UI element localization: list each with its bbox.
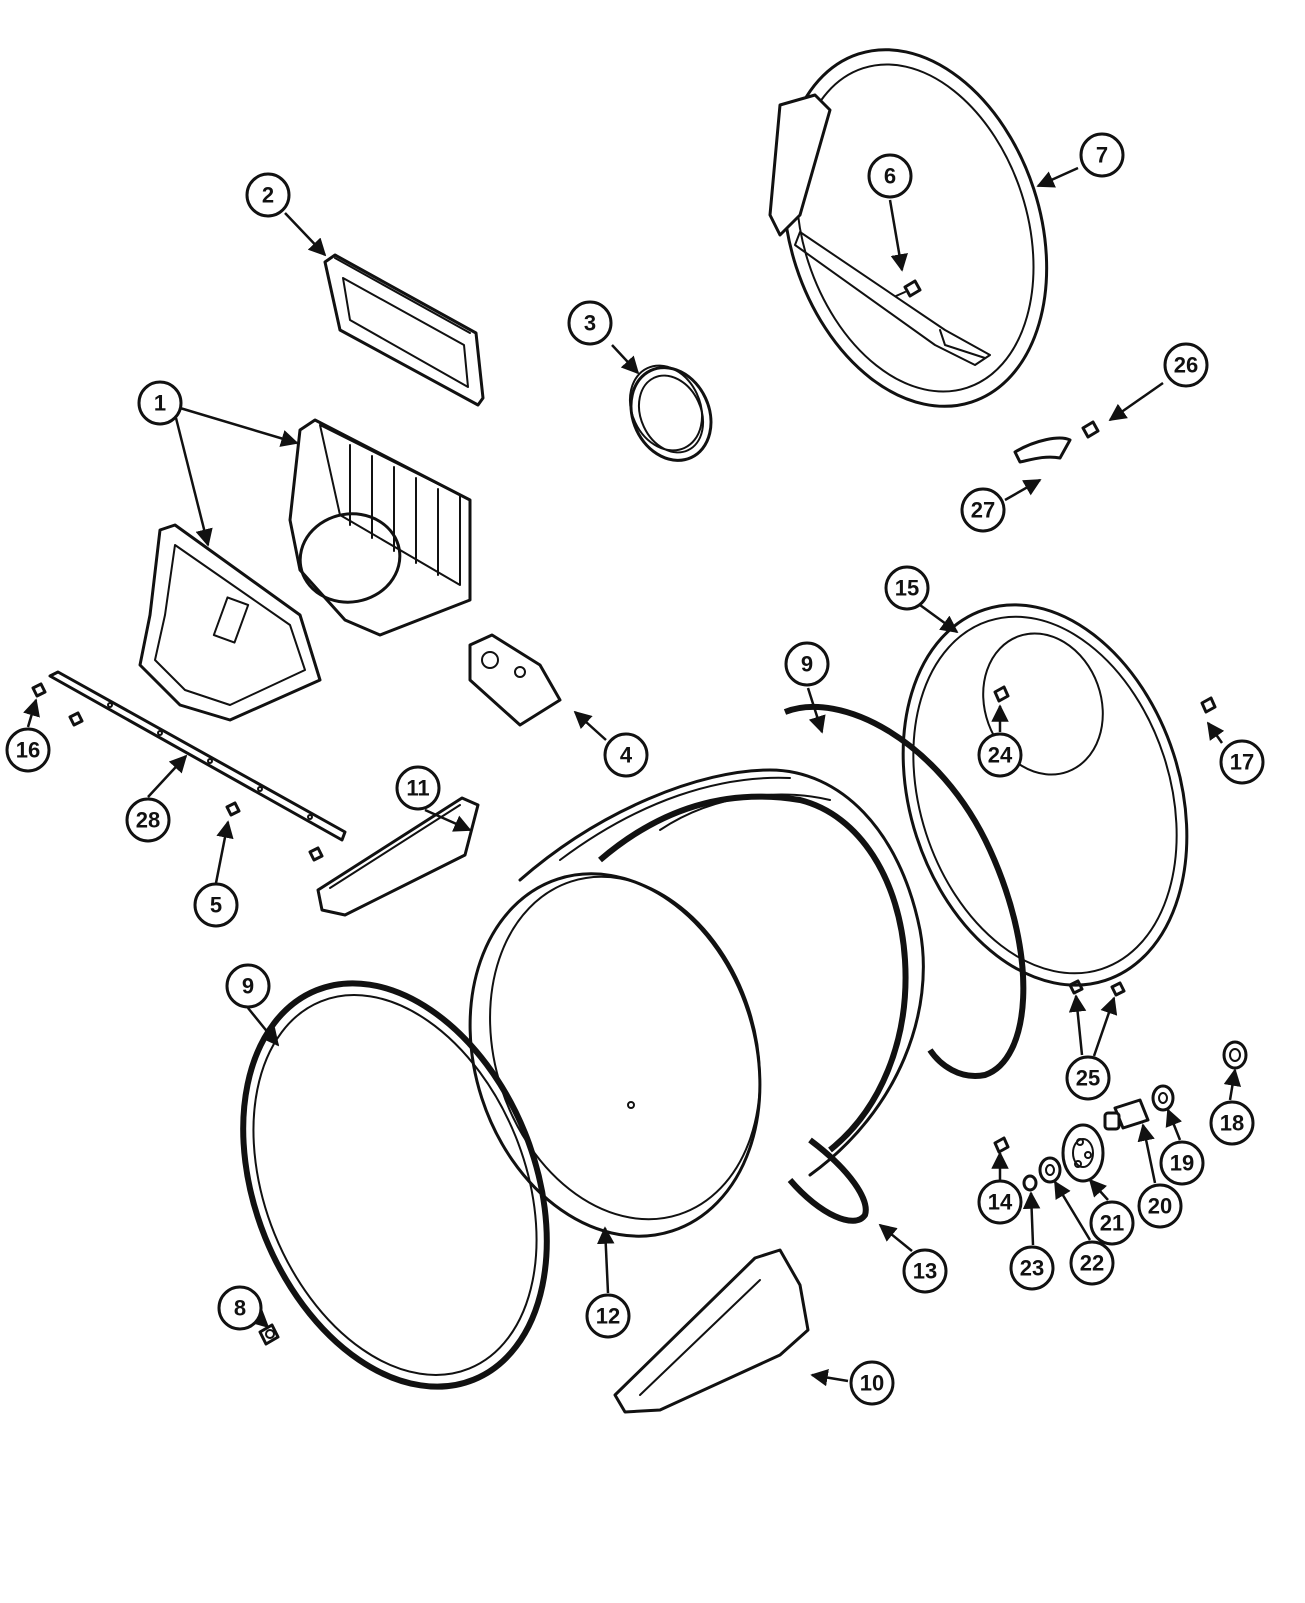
part-screw-14 <box>993 1136 1010 1154</box>
part-drum <box>468 768 925 1238</box>
callout-14: 14 <box>977 1179 1023 1225</box>
part-screw-24 <box>993 685 1010 703</box>
callout-9-right: 9 <box>784 641 830 687</box>
part-screw-left-b <box>308 846 324 862</box>
part-support-strip <box>48 670 347 842</box>
svg-text:27: 27 <box>971 498 995 523</box>
part-washer-22 <box>1038 1156 1062 1184</box>
svg-text:8: 8 <box>234 1296 246 1321</box>
part-drum-seal-right <box>783 703 1027 1079</box>
callout-11: 11 <box>395 765 441 811</box>
svg-text:4: 4 <box>620 743 633 768</box>
svg-text:15: 15 <box>895 576 919 601</box>
svg-text:9: 9 <box>801 652 813 677</box>
callout-25: 25 <box>1065 1055 1111 1101</box>
part-screw-26 <box>1081 420 1100 439</box>
svg-text:11: 11 <box>406 776 429 801</box>
svg-text:9: 9 <box>242 974 254 999</box>
svg-text:18: 18 <box>1220 1111 1244 1136</box>
part-drum-seal-left <box>240 980 550 1390</box>
callout-2: 2 <box>245 172 291 218</box>
part-screw-left-a <box>68 711 84 727</box>
part-front-housing-upper <box>288 418 472 637</box>
svg-text:5: 5 <box>210 893 222 918</box>
svg-text:6: 6 <box>884 164 896 189</box>
part-clip-23 <box>1022 1174 1038 1192</box>
part-front-bulkhead-plate <box>901 603 1189 987</box>
callout-24: 24 <box>977 732 1023 778</box>
callout-7: 7 <box>1079 132 1125 178</box>
leader-lines <box>23 166 1242 1387</box>
part-clip-27 <box>1013 436 1072 464</box>
svg-text:16: 16 <box>16 738 40 763</box>
callout-26: 26 <box>1163 342 1209 388</box>
part-screw-25a <box>1068 979 1084 995</box>
callout-27: 27 <box>960 487 1006 533</box>
part-lower-support <box>316 796 480 917</box>
callout-3: 3 <box>567 300 613 346</box>
svg-text:25: 25 <box>1076 1066 1100 1091</box>
callout-16: 16 <box>5 727 51 773</box>
svg-text:3: 3 <box>584 311 596 336</box>
svg-text:28: 28 <box>136 808 160 833</box>
callout-13: 13 <box>902 1248 948 1294</box>
part-seal-ring <box>629 364 713 462</box>
callout-19: 19 <box>1159 1140 1205 1186</box>
callout-17: 17 <box>1219 739 1265 785</box>
part-front-duct-lower <box>138 523 322 722</box>
svg-text:26: 26 <box>1174 353 1198 378</box>
part-screw-17 <box>1200 696 1217 714</box>
part-bottom-cover <box>613 1248 810 1414</box>
callout-23: 23 <box>1009 1245 1055 1291</box>
svg-text:14: 14 <box>988 1190 1013 1215</box>
svg-text:7: 7 <box>1096 143 1108 168</box>
callout-4: 4 <box>603 732 649 778</box>
part-lint-filter <box>323 253 485 407</box>
part-shaft-20 <box>1103 1098 1150 1131</box>
svg-text:19: 19 <box>1170 1151 1194 1176</box>
callout-9-left: 9 <box>225 963 271 1009</box>
callout-22: 22 <box>1069 1240 1115 1286</box>
svg-text:2: 2 <box>262 183 274 208</box>
callout-15: 15 <box>884 565 930 611</box>
part-washer-18 <box>1222 1040 1248 1070</box>
svg-text:22: 22 <box>1080 1251 1104 1276</box>
callout-1: 1 <box>137 380 183 426</box>
part-bracket <box>468 633 562 727</box>
part-washer-19 <box>1151 1084 1175 1112</box>
part-roller-21 <box>1061 1123 1105 1183</box>
callout-6: 6 <box>867 153 913 199</box>
svg-text:21: 21 <box>1100 1211 1124 1236</box>
callout-5: 5 <box>193 882 239 928</box>
svg-text:20: 20 <box>1148 1194 1172 1219</box>
part-screw-16 <box>31 682 47 698</box>
part-screw-8 <box>258 1323 280 1346</box>
part-drum-belt <box>787 1137 869 1224</box>
callout-8: 8 <box>217 1285 263 1331</box>
svg-text:23: 23 <box>1020 1256 1044 1281</box>
part-screw-5 <box>225 801 241 817</box>
part-rear-bulkhead <box>768 48 1049 408</box>
callout-20: 20 <box>1137 1183 1183 1229</box>
callout-10: 10 <box>849 1360 895 1406</box>
svg-text:24: 24 <box>988 743 1013 768</box>
callout-28: 28 <box>125 797 171 843</box>
svg-text:10: 10 <box>860 1371 884 1396</box>
svg-text:13: 13 <box>913 1259 937 1284</box>
callout-12: 12 <box>585 1293 631 1339</box>
callout-18: 18 <box>1209 1100 1255 1146</box>
part-screw-25b <box>1110 981 1126 997</box>
svg-text:12: 12 <box>596 1304 620 1329</box>
svg-text:17: 17 <box>1230 750 1254 775</box>
part-screw-6 <box>895 279 922 298</box>
svg-text:1: 1 <box>154 391 166 416</box>
callout-21: 21 <box>1089 1200 1135 1246</box>
